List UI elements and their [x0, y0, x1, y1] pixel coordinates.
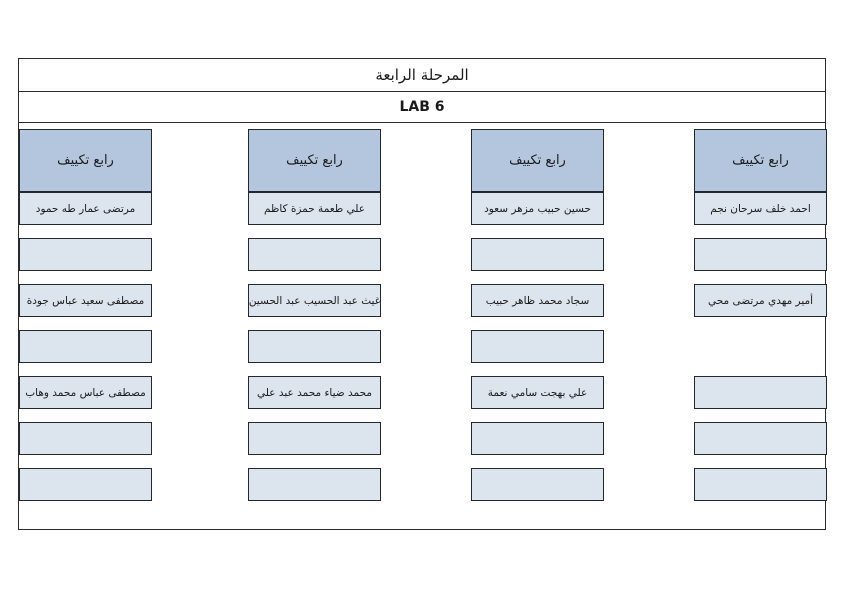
seat-cell[interactable]	[19, 330, 152, 363]
seat-cell[interactable]	[471, 238, 604, 271]
seat-cell[interactable]	[471, 422, 604, 455]
seat-cell[interactable]: محمد ضياء محمد عبد علي	[248, 376, 381, 409]
seat-cell[interactable]	[471, 330, 604, 363]
column-header-4: رابع تكييف	[19, 129, 152, 192]
seat-cell[interactable]: علي طعمة حمزة كاظم	[248, 192, 381, 225]
stage-title-row: المرحلة الرابعة	[19, 59, 825, 92]
lab-subtitle: LAB 6	[399, 99, 445, 115]
seat-cell[interactable]: أمير مهدي مرتضى محي	[694, 284, 827, 317]
seat-cell[interactable]	[694, 238, 827, 271]
seat-cell[interactable]	[694, 468, 827, 501]
seat-cell[interactable]: حسين حبيب مزهر سعود	[471, 192, 604, 225]
seat-cell[interactable]	[248, 330, 381, 363]
seat-cell[interactable]	[19, 422, 152, 455]
seat-cell[interactable]	[471, 468, 604, 501]
seat-cell[interactable]	[694, 422, 827, 455]
seat-cell[interactable]	[248, 468, 381, 501]
seat-cell[interactable]: مرتضى عمار طه حمود	[19, 192, 152, 225]
seat-slot-blank	[694, 330, 827, 363]
seat-cell[interactable]: مصطفى عباس محمد وهاب	[19, 376, 152, 409]
lab-title-row: LAB 6	[19, 92, 825, 123]
page-title: المرحلة الرابعة	[375, 66, 469, 84]
seat-cell[interactable]	[694, 376, 827, 409]
seat-cell[interactable]: سجاد محمد ظاهر حبيب	[471, 284, 604, 317]
seat-cell[interactable]	[19, 468, 152, 501]
seat-cell[interactable]: غيث عبد الحسيب عبد الحسين	[248, 284, 381, 317]
column-header-1: رابع تكييف	[694, 129, 827, 192]
seat-cell[interactable]: احمد خلف سرحان نجم	[694, 192, 827, 225]
seat-cell[interactable]	[248, 238, 381, 271]
seat-cell[interactable]	[248, 422, 381, 455]
column-header-2: رابع تكييف	[471, 129, 604, 192]
seat-cell[interactable]: مصطفى سعيد عباس جودة	[19, 284, 152, 317]
column-header-3: رابع تكييف	[248, 129, 381, 192]
seat-cell[interactable]	[19, 238, 152, 271]
seat-cell[interactable]: علي بهجت سامي نعمة	[471, 376, 604, 409]
